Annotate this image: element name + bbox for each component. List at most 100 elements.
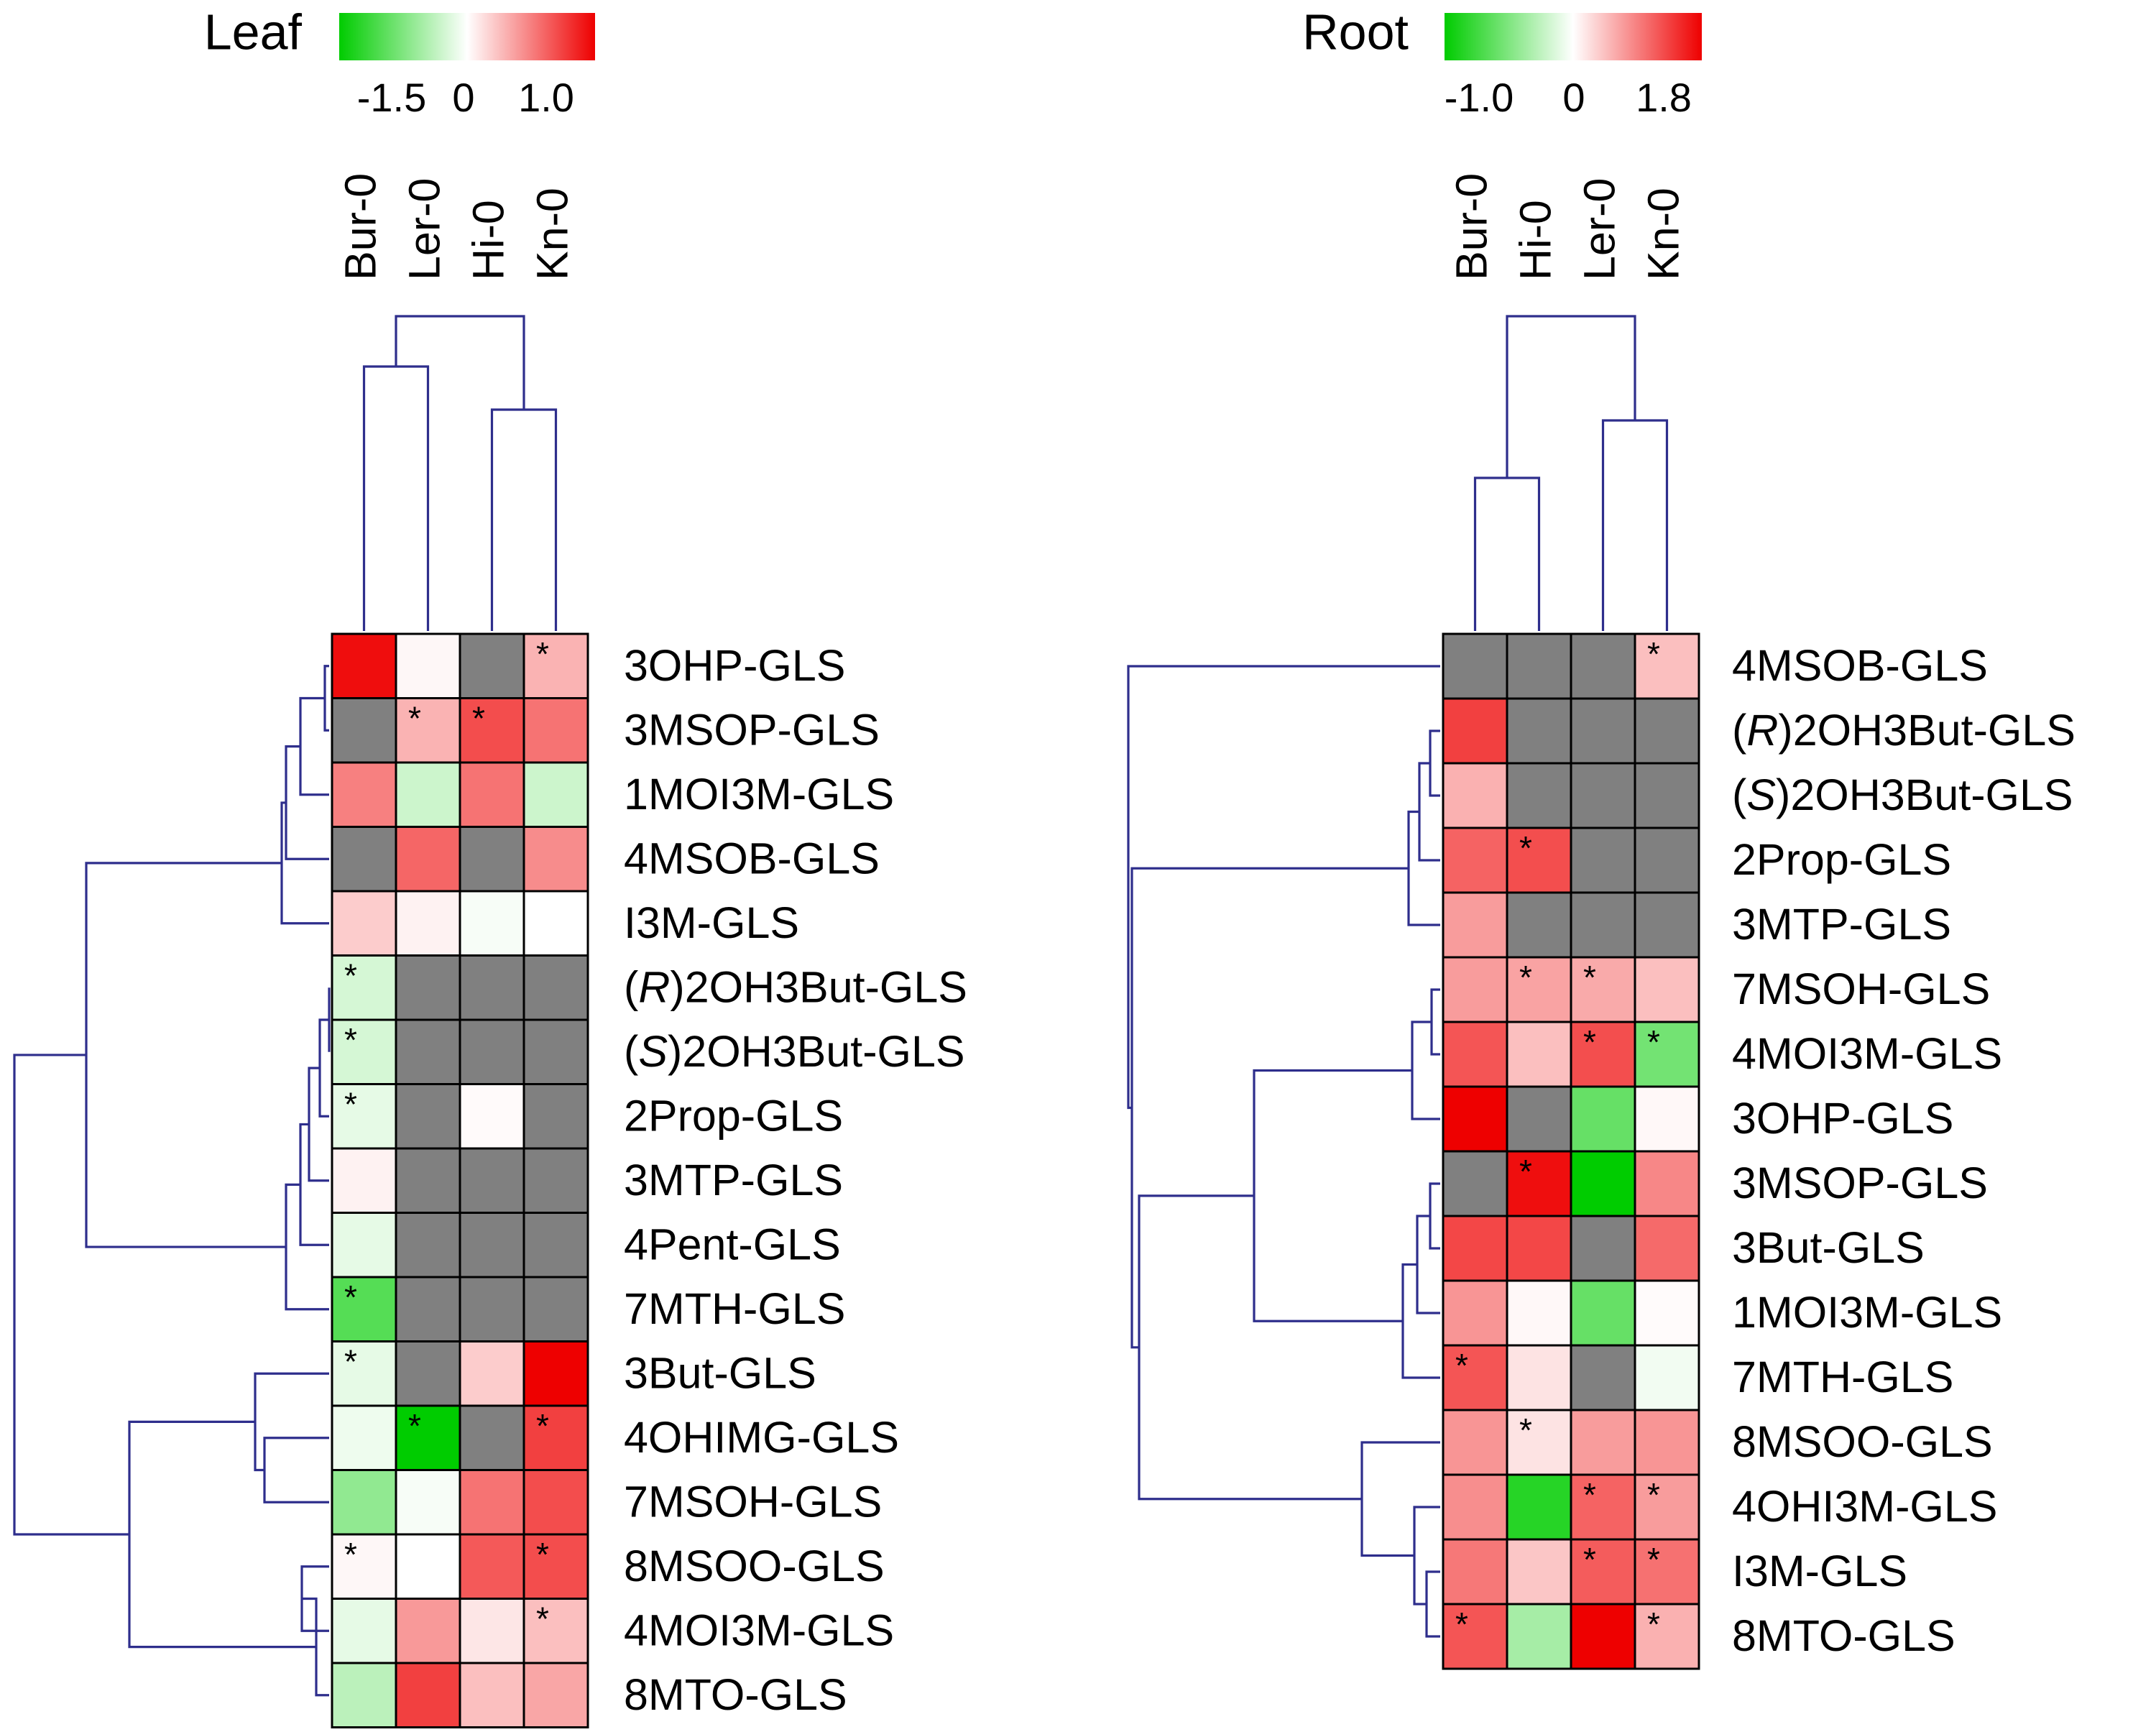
colorbar [1445, 13, 1702, 60]
heatmap-cell [1506, 1085, 1572, 1153]
row-dendrogram-branch [1429, 729, 1440, 797]
heatmap-cell [395, 1147, 461, 1214]
row-dendrogram-branch [1416, 1215, 1440, 1314]
heatmap-cell [1634, 1215, 1700, 1282]
heatmap-cell [459, 1598, 525, 1664]
column-dendrogram-branch [1473, 476, 1541, 631]
heatmap-cell [331, 1018, 397, 1085]
heatmap-cell [1442, 1409, 1508, 1476]
heatmap-cell [331, 1662, 397, 1728]
row-label: 3But-GLS [624, 1348, 816, 1397]
row-label: 8MTO-GLS [1732, 1611, 1955, 1660]
heatmap-cell [395, 826, 461, 893]
row-dendrogram-branch [1401, 1263, 1440, 1379]
heatmap-cell [1442, 697, 1508, 765]
heatmap-cell [1442, 1021, 1508, 1088]
heatmap-cell [522, 1212, 589, 1279]
row-label: 3But-GLS [1732, 1223, 1925, 1272]
row-label: 2Prop-GLS [1732, 835, 1951, 884]
column-label: Bur-0 [1447, 173, 1496, 280]
heatmap-cell [1570, 1021, 1636, 1088]
heatmap-cell [522, 761, 589, 828]
heatmap-cell [522, 1533, 589, 1600]
row-label: I3M-GLS [1732, 1547, 1907, 1595]
row-label: (R)2OH3But-GLS [1732, 706, 2076, 755]
heatmap-cell [395, 697, 461, 764]
heatmap-cell [1634, 1085, 1700, 1153]
heatmap-cell [395, 1340, 461, 1407]
row-dendrogram-branch [323, 665, 329, 732]
heatmap-cell [1570, 891, 1636, 959]
heatmap-cell [331, 632, 397, 699]
heatmap-cell [1506, 1344, 1572, 1411]
heatmap-cell [1570, 697, 1636, 765]
column-label: Ler-0 [1575, 178, 1624, 280]
heatmap-cell [1570, 1538, 1636, 1606]
heatmap-cell [1570, 1150, 1636, 1217]
significance-marker: * [1647, 1541, 1660, 1578]
significance-marker: * [1519, 1153, 1532, 1190]
significance-marker: * [536, 635, 549, 673]
row-dendrogram-branch [299, 1123, 329, 1246]
heatmap-cell [1570, 762, 1636, 829]
significance-marker: * [344, 1343, 357, 1381]
heatmap-cell [1634, 1473, 1700, 1541]
row-label: 3MTP-GLS [624, 1156, 843, 1204]
heatmap-cell [1442, 956, 1508, 1023]
colorbar-tick-label: -1.0 [1445, 75, 1514, 120]
heatmap-cell [1634, 956, 1700, 1023]
heatmap-cell [1634, 891, 1700, 959]
heatmap-cell [1506, 1538, 1572, 1606]
heatmap-cell [522, 954, 589, 1021]
row-label: 7MSOH-GLS [1732, 964, 1990, 1013]
heatmap-cell [1442, 1279, 1508, 1347]
heatmap-cell [459, 826, 525, 893]
row-dendrogram-branch [285, 745, 329, 860]
significance-marker: * [536, 1407, 549, 1445]
heatmap-cell [331, 1083, 397, 1150]
row-label: 4MOI3M-GLS [1732, 1029, 2002, 1078]
row-dendrogram-branch [254, 1372, 329, 1472]
heatmap-cell [331, 1404, 397, 1471]
heatmap-cell [459, 1147, 525, 1214]
heatmap-cell [522, 1018, 589, 1085]
heatmap-cell [395, 761, 461, 828]
heatmap-cell [331, 890, 397, 957]
row-dendrogram-branch [1429, 1182, 1440, 1250]
significance-marker: * [1647, 1606, 1660, 1643]
row-label: 3OHP-GLS [1732, 1094, 1954, 1143]
heatmap-cell [1634, 1279, 1700, 1347]
colorbar [339, 13, 595, 60]
heatmap-cell [331, 761, 397, 828]
significance-marker: * [344, 957, 357, 995]
row-label: 8MSOO-GLS [624, 1542, 885, 1590]
column-dendrogram-branch [1506, 315, 1636, 478]
row-label: 7MTH-GLS [1732, 1353, 1953, 1401]
heatmap-cell [1570, 1344, 1636, 1411]
column-label: Bur-0 [336, 173, 385, 280]
row-dendrogram-branch [128, 1420, 316, 1649]
heatmap-cell [395, 1276, 461, 1342]
row-label: (S)2OH3But-GLS [1732, 770, 2073, 819]
row-label: 7MSOH-GLS [624, 1477, 882, 1526]
heatmap-cell [1634, 762, 1700, 829]
row-label: 4MSOB-GLS [624, 834, 880, 883]
heatmap-cell [395, 1598, 461, 1664]
heatmap-cell [522, 1404, 589, 1471]
row-dendrogram-branch [1130, 867, 1409, 1349]
colorbar-tick-label: 0 [452, 75, 474, 120]
heatmap-cell [1570, 1603, 1636, 1670]
row-label: 3MTP-GLS [1732, 900, 1951, 949]
heatmap-cell [1442, 1344, 1508, 1411]
heatmap-cell [459, 1469, 525, 1536]
significance-marker: * [1647, 635, 1660, 673]
heatmap-cell [522, 1340, 589, 1407]
heatmap-cell [459, 761, 525, 828]
heatmap-cell [522, 1662, 589, 1728]
heatmap-cell [522, 632, 589, 699]
heatmap-cell [331, 1147, 397, 1214]
heatmap-cell [1442, 826, 1508, 894]
heatmap-cell [459, 1083, 525, 1150]
